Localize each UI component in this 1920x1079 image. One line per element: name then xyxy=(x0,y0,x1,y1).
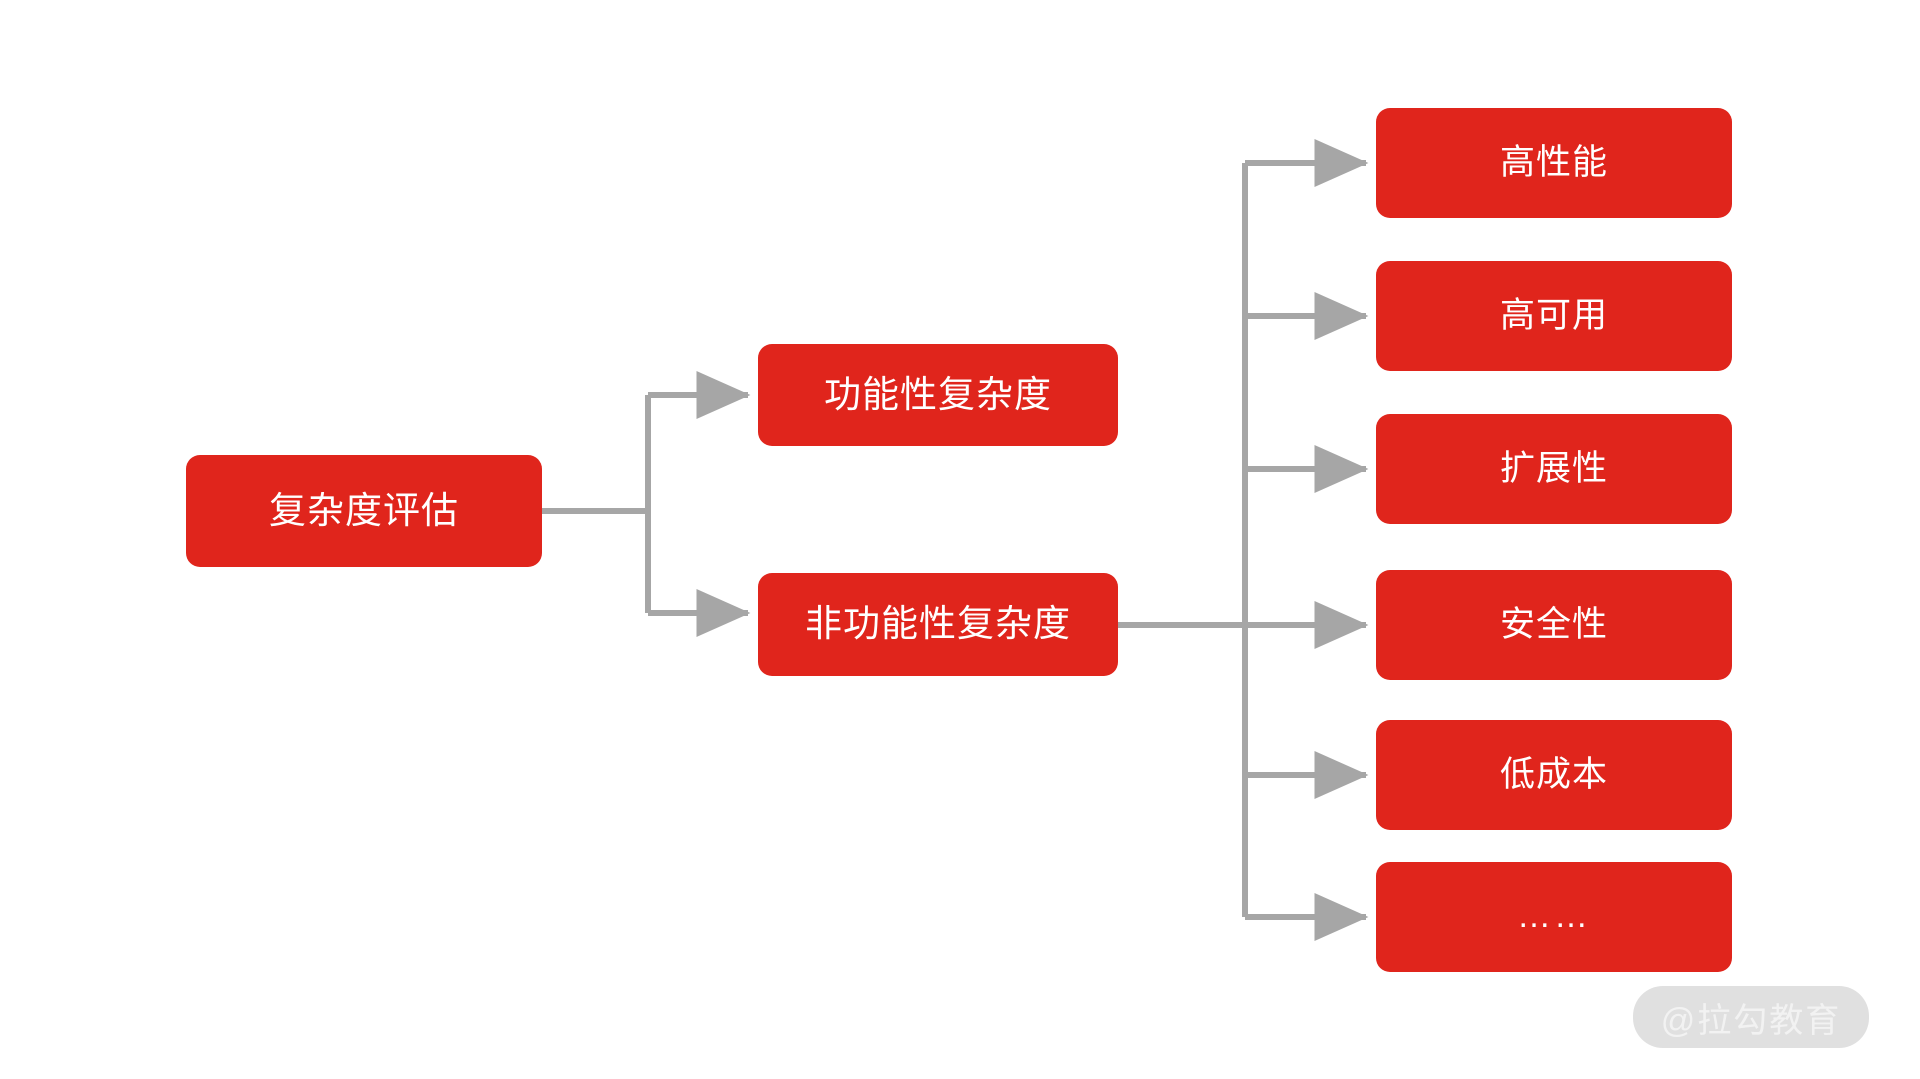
node-leaf-0-label: 高性能 xyxy=(1499,142,1608,182)
node-branch-functional-complexity[interactable]: 功能性复杂度 xyxy=(758,344,1118,446)
node-leaf-security[interactable]: 安全性 xyxy=(1376,570,1732,680)
watermark-badge: @拉勾教育 xyxy=(1633,986,1869,1048)
node-leaf-ellipsis[interactable]: …… xyxy=(1376,862,1732,972)
node-branch-nonfunctional-complexity[interactable]: 非功能性复杂度 xyxy=(758,573,1118,676)
node-root-complexity-assessment[interactable]: 复杂度评估 xyxy=(186,455,542,567)
node-leaf-scalability[interactable]: 扩展性 xyxy=(1376,414,1732,524)
watermark-label: @拉勾教育 xyxy=(1660,1001,1842,1040)
node-leaf-1-label: 高可用 xyxy=(1499,295,1608,335)
node-leaf-low-cost[interactable]: 低成本 xyxy=(1376,720,1732,830)
node-leaf-3-label: 安全性 xyxy=(1499,604,1608,644)
node-leaf-high-availability[interactable]: 高可用 xyxy=(1376,261,1732,371)
node-leaf-5-label: …… xyxy=(1517,897,1591,936)
node-leaf-4-label: 低成本 xyxy=(1499,754,1608,794)
node-branch-0-label: 功能性复杂度 xyxy=(824,373,1052,415)
node-leaf-2-label: 扩展性 xyxy=(1499,448,1608,488)
node-leaf-high-performance[interactable]: 高性能 xyxy=(1376,108,1732,218)
node-root-label: 复杂度评估 xyxy=(269,489,459,531)
node-branch-1-label: 非功能性复杂度 xyxy=(805,603,1071,645)
